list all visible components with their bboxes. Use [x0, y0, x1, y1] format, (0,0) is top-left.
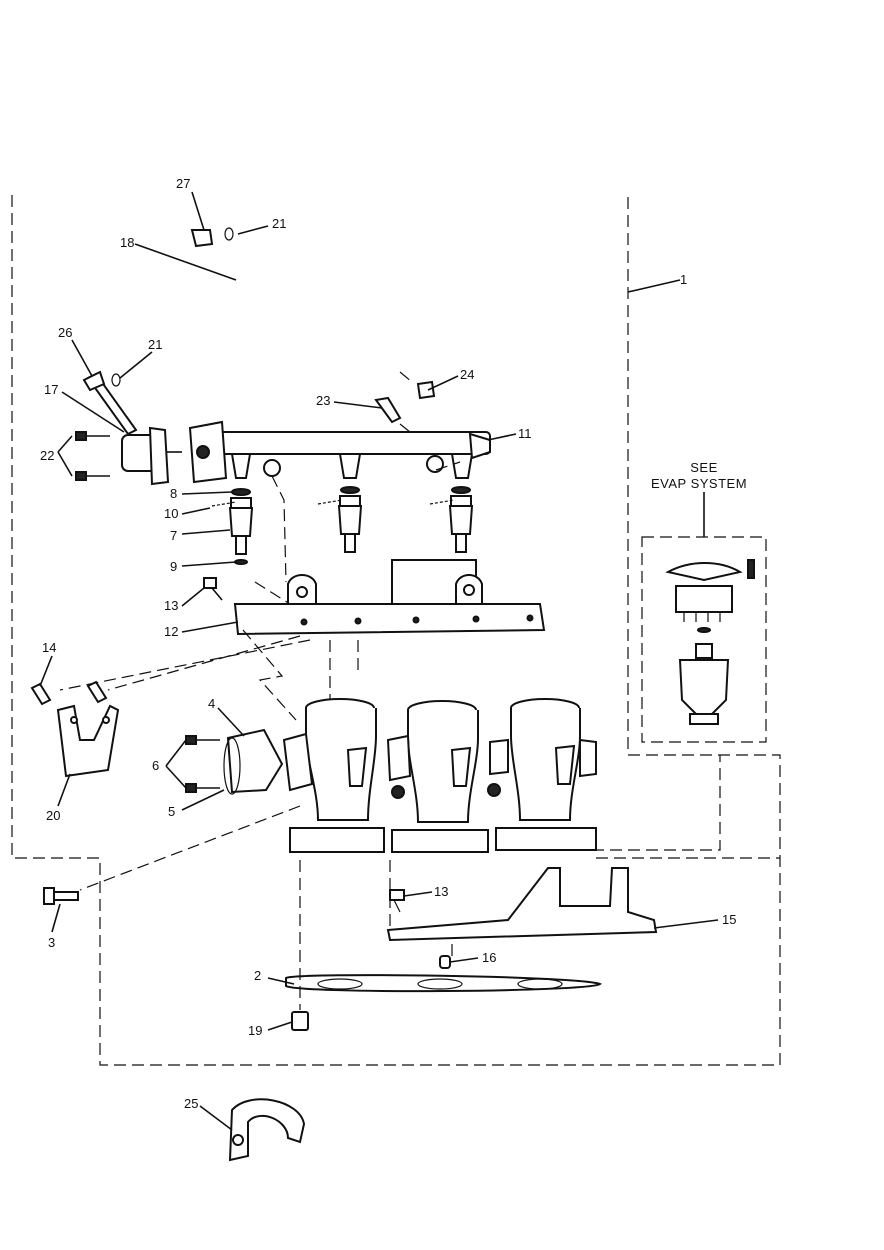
assembly-boundary — [11, 195, 781, 1066]
callout-21-left: 21 — [148, 337, 162, 352]
callout-23: 23 — [316, 393, 330, 408]
hose-connector-24 — [416, 380, 436, 400]
mounting-plate — [233, 559, 546, 636]
callout-17: 17 — [44, 382, 58, 397]
callout-16: 16 — [482, 950, 496, 965]
callout-4: 4 — [208, 696, 215, 711]
callout-11: 11 — [518, 426, 532, 441]
regulator-screws — [75, 431, 110, 481]
callout-10: 10 — [164, 506, 178, 521]
callout-21-top: 21 — [272, 216, 286, 231]
callout-13-bottom: 13 — [434, 884, 448, 899]
leader-lines — [39, 191, 719, 1131]
rail-screw — [374, 396, 402, 424]
callout-24: 24 — [460, 367, 474, 382]
hose-elbow-fitting-top — [190, 229, 214, 248]
callout-25: 25 — [184, 1096, 198, 1111]
callout-18: 18 — [120, 235, 134, 250]
callout-3: 3 — [48, 935, 55, 950]
adaptor-screws — [185, 735, 220, 793]
o-ring-regulator — [111, 373, 121, 387]
callout-19: 19 — [248, 1023, 262, 1038]
callout-12: 12 — [164, 624, 178, 639]
construction-lines — [59, 371, 780, 1010]
callout-9: 9 — [170, 559, 177, 574]
fuel-hose — [193, 235, 411, 375]
callout-27: 27 — [176, 176, 190, 191]
clip-25 — [228, 1098, 306, 1162]
bracket-bolt-13 — [389, 889, 405, 913]
dowel-19 — [291, 1011, 309, 1031]
bracket-bolts — [30, 680, 108, 706]
evap-purge-valve — [665, 559, 755, 725]
pressure-regulator — [82, 370, 182, 486]
callout-26: 26 — [58, 325, 72, 340]
callout-22: 22 — [40, 448, 54, 463]
callout-6: 6 — [152, 758, 159, 773]
plate-bolt-13 — [203, 577, 223, 601]
callout-2: 2 — [254, 968, 261, 983]
callout-15: 15 — [722, 912, 736, 927]
callout-8: 8 — [170, 486, 177, 501]
callout-20: 20 — [46, 808, 60, 823]
note-see: SEE — [690, 460, 718, 475]
callout-13-top: 13 — [164, 598, 178, 613]
callout-5: 5 — [168, 804, 175, 819]
fuel-injectors — [211, 486, 474, 565]
pin-16 — [439, 955, 451, 969]
bracket-15 — [386, 867, 658, 942]
callout-labels: 1 27 21 18 26 21 17 22 23 24 11 8 10 7 9… — [40, 176, 736, 1111]
bolt-3 — [43, 887, 79, 905]
bracket-20 — [56, 704, 120, 778]
callout-14: 14 — [42, 640, 56, 655]
fuel-rail — [188, 420, 491, 484]
throttle-bodies — [282, 698, 597, 853]
gasket — [285, 974, 602, 993]
callout-1: 1 — [680, 272, 687, 287]
callout-7: 7 — [170, 528, 177, 543]
o-ring-top — [224, 227, 234, 241]
idle-adaptor — [223, 728, 284, 795]
note-evap-system: EVAP SYSTEM — [651, 476, 747, 491]
